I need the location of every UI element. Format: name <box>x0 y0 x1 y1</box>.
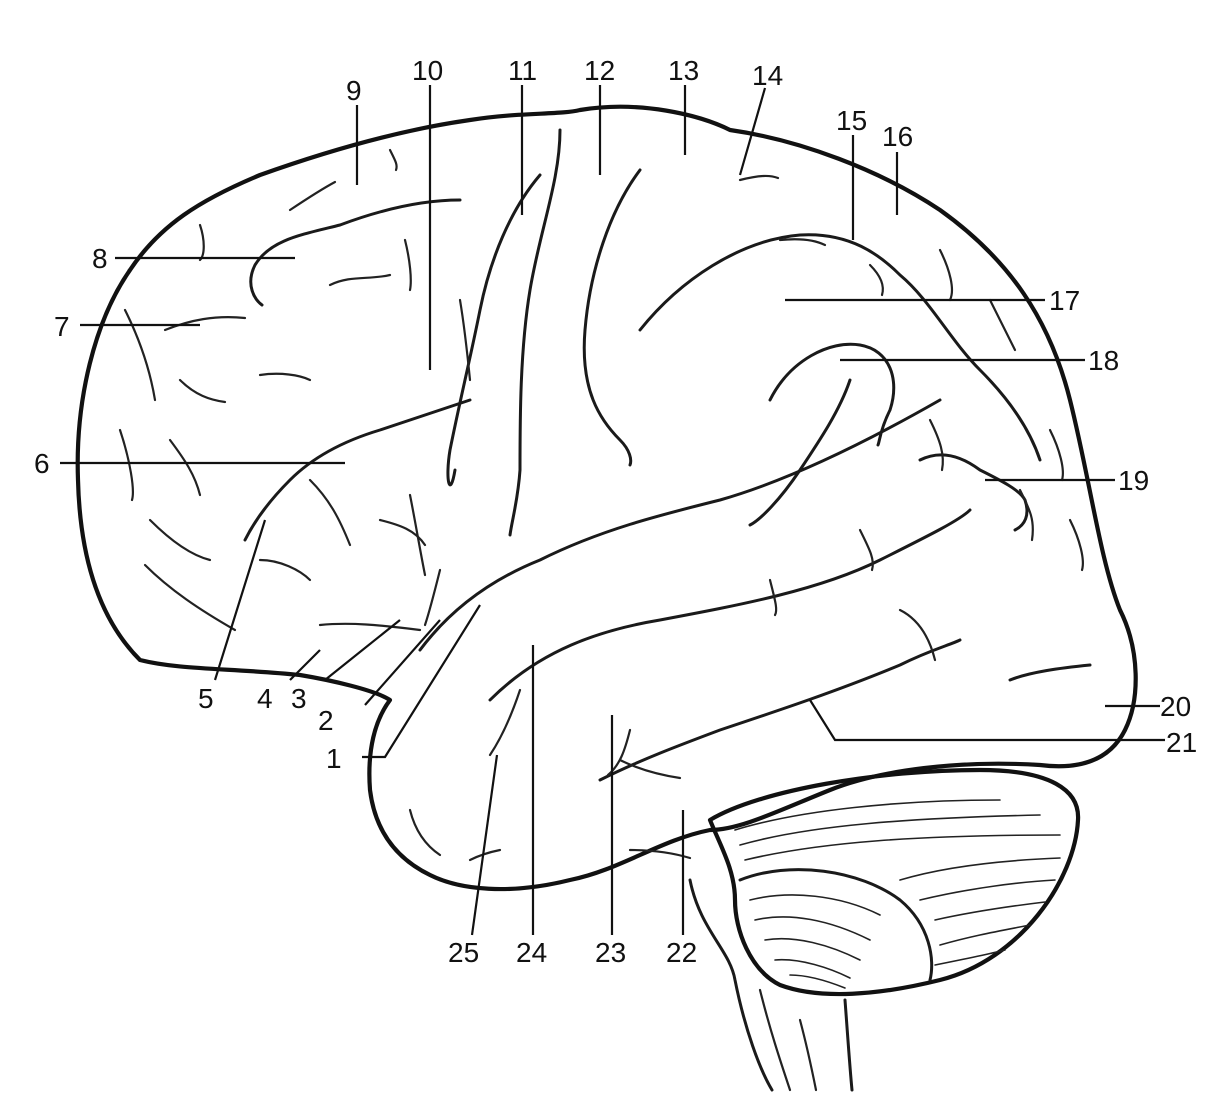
leader-25 <box>470 754 499 936</box>
lateral-sulcus <box>418 398 942 652</box>
label-13: 13 <box>668 55 699 86</box>
leader-3 <box>324 619 401 681</box>
leader-5 <box>213 519 267 681</box>
label-2: 2 <box>318 705 334 736</box>
brain-stem <box>688 878 854 1092</box>
label-22: 22 <box>666 937 697 968</box>
number-labels: 1 2 3 4 5 6 7 8 9 10 11 12 13 14 15 16 1… <box>34 55 1197 968</box>
label-7: 7 <box>54 311 70 342</box>
label-5: 5 <box>198 683 214 714</box>
label-16: 16 <box>882 121 913 152</box>
intraparietal-sulcus <box>638 233 1042 462</box>
label-11: 11 <box>508 55 537 86</box>
cerebellum-folia <box>734 799 1061 989</box>
label-21: 21 <box>1166 727 1197 758</box>
label-12: 12 <box>584 55 615 86</box>
label-24: 24 <box>516 937 547 968</box>
leader-21 <box>809 699 1165 742</box>
postcentral-sulcus <box>582 168 642 467</box>
inferior-temporal-sulcus <box>598 638 962 782</box>
label-3: 3 <box>291 683 307 714</box>
label-6: 6 <box>34 448 50 479</box>
label-25: 25 <box>448 937 479 968</box>
cerebrum-outline <box>75 104 1138 892</box>
label-1: 1 <box>326 743 342 774</box>
label-20: 20 <box>1160 691 1191 722</box>
label-18: 18 <box>1088 345 1119 376</box>
leader-1 <box>362 604 481 759</box>
label-15: 15 <box>836 105 867 136</box>
cerebellum <box>707 767 1081 997</box>
central-sulcus <box>508 128 562 537</box>
superior-temporal-sulcus <box>488 508 972 702</box>
label-8: 8 <box>92 243 108 274</box>
leader-2 <box>364 619 441 706</box>
minor-sulci <box>118 148 1084 862</box>
label-9: 9 <box>346 75 362 106</box>
leader-4 <box>289 649 321 681</box>
label-4: 4 <box>257 683 273 714</box>
leader-14 <box>738 87 767 176</box>
label-23: 23 <box>595 937 626 968</box>
label-10: 10 <box>412 55 443 86</box>
leader-lines <box>60 85 1165 936</box>
label-14: 14 <box>752 60 783 91</box>
label-19: 19 <box>1118 465 1149 496</box>
inferior-frontal-sulcus <box>243 398 472 542</box>
superior-frontal-sulcus <box>249 198 462 307</box>
label-17: 17 <box>1049 285 1080 316</box>
